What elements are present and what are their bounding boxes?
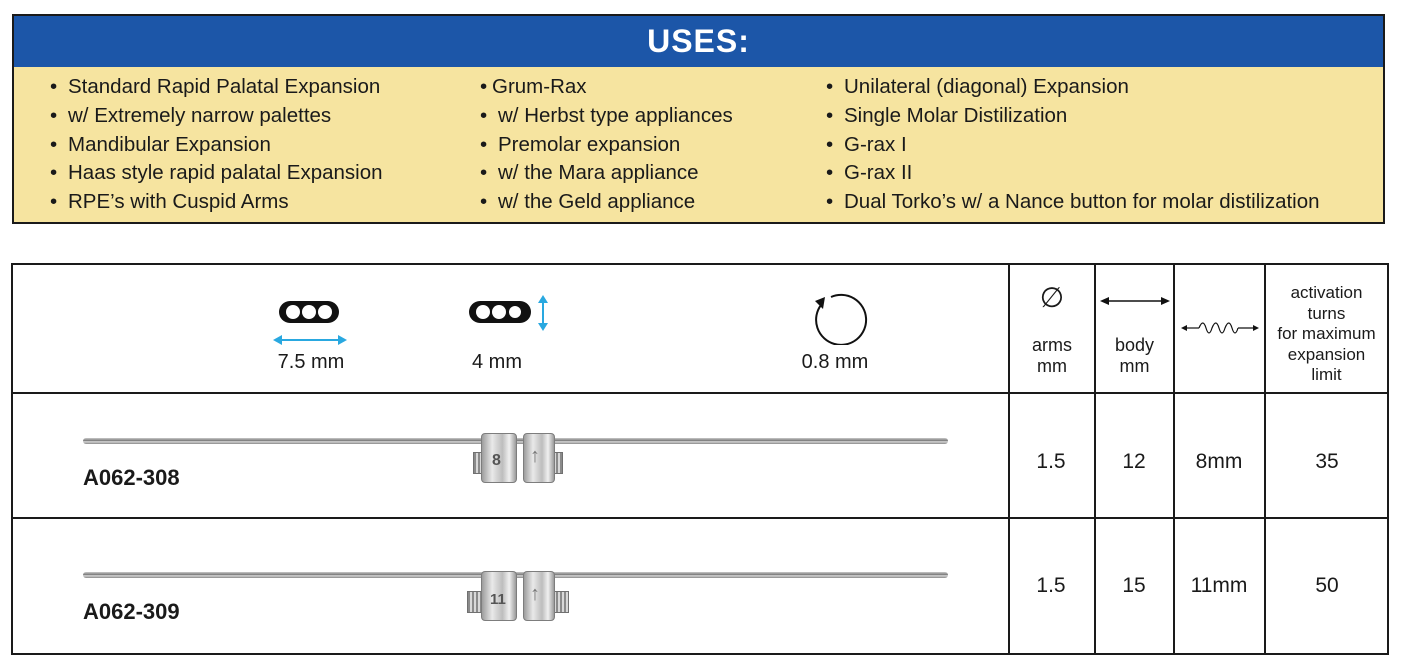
uses-column-3: •Unilateral (diagonal) Expansion •Single… (826, 73, 1320, 217)
height-dimension-icon (469, 295, 548, 331)
uses-column-1: •Standard Rapid Palatal Expansion •w/ Ex… (50, 73, 383, 217)
uses-item: •w/ Extremely narrow palettes (50, 103, 332, 127)
screw-body-left (481, 433, 517, 483)
uses-title: USES: (14, 16, 1383, 67)
uses-item: •Standard Rapid Palatal Expansion (50, 75, 381, 98)
screw-body-right (523, 433, 555, 483)
spring-value: 8mm (1195, 450, 1243, 473)
uses-item: •Dual Torko’s w/ a Nance button for mola… (826, 190, 1320, 214)
uses-item: •Grum-Rax (480, 75, 587, 98)
arrow-up-icon: ↑ (530, 445, 540, 467)
body-length-icon (1100, 297, 1170, 305)
width-dimension-icon (273, 301, 347, 345)
screw-body-right (523, 571, 555, 621)
arms-value: 1.5 (1036, 574, 1066, 597)
body-value: 12 (1122, 450, 1146, 473)
uses-item: •Mandibular Expansion (50, 132, 271, 156)
height-dimension-label: 4 mm (472, 351, 522, 373)
uses-panel: USES: •Standard Rapid Palatal Expansion … (12, 14, 1385, 224)
table-divider (13, 392, 1387, 394)
table-divider (1008, 265, 1010, 653)
uses-item: •Haas style rapid palatal Expansion (50, 161, 383, 185)
arms-value: 1.5 (1036, 450, 1066, 473)
body-value: 15 (1122, 574, 1146, 597)
product-code: A062-308 (83, 465, 180, 490)
table-divider (1264, 265, 1266, 653)
product-code: A062-309 (83, 599, 180, 624)
arms-header: arms mm (1032, 335, 1072, 376)
uses-item: •Single Molar Distilization (826, 103, 1068, 127)
uses-item: •w/ the Mara appliance (480, 161, 699, 185)
activation-header: activation turns for maximum expansion l… (1277, 283, 1376, 384)
table-divider (1094, 265, 1096, 653)
uses-item: •w/ Herbst type appliances (480, 103, 733, 127)
spring-icon (1181, 322, 1259, 334)
table-divider (13, 517, 1387, 519)
spring-value: 11mm (1190, 574, 1248, 597)
arrow-up-icon: ↑ (530, 583, 540, 605)
body-header: body mm (1114, 335, 1155, 376)
uses-item: •G-rax II (826, 161, 913, 185)
table-divider (1173, 265, 1175, 653)
wire-rotation-icon (815, 293, 868, 345)
uses-item: •Unilateral (diagonal) Expansion (826, 75, 1129, 98)
screw-stamp: 11 (490, 591, 506, 608)
turns-value: 50 (1315, 574, 1339, 597)
uses-item: •G-rax I (826, 132, 907, 156)
turns-value: 35 (1315, 450, 1339, 473)
uses-item: •RPE’s with Cuspid Arms (50, 190, 289, 214)
diameter-icon: ∅ (1039, 282, 1065, 313)
wire-diameter-label: 0.8 mm (801, 351, 869, 373)
screw-body-left (481, 571, 517, 621)
width-dimension-label: 7.5 mm (277, 351, 345, 373)
uses-column-2: •Grum-Rax •w/ Herbst type appliances •Pr… (480, 73, 733, 217)
uses-item: •w/ the Geld appliance (480, 190, 696, 214)
screw-stamp: 8 (492, 452, 501, 469)
spec-table: 7.5 mm 4 mm 0.8 mm ∅ arms mm body mm act… (11, 263, 1389, 655)
uses-item: •Premolar expansion (480, 132, 681, 156)
